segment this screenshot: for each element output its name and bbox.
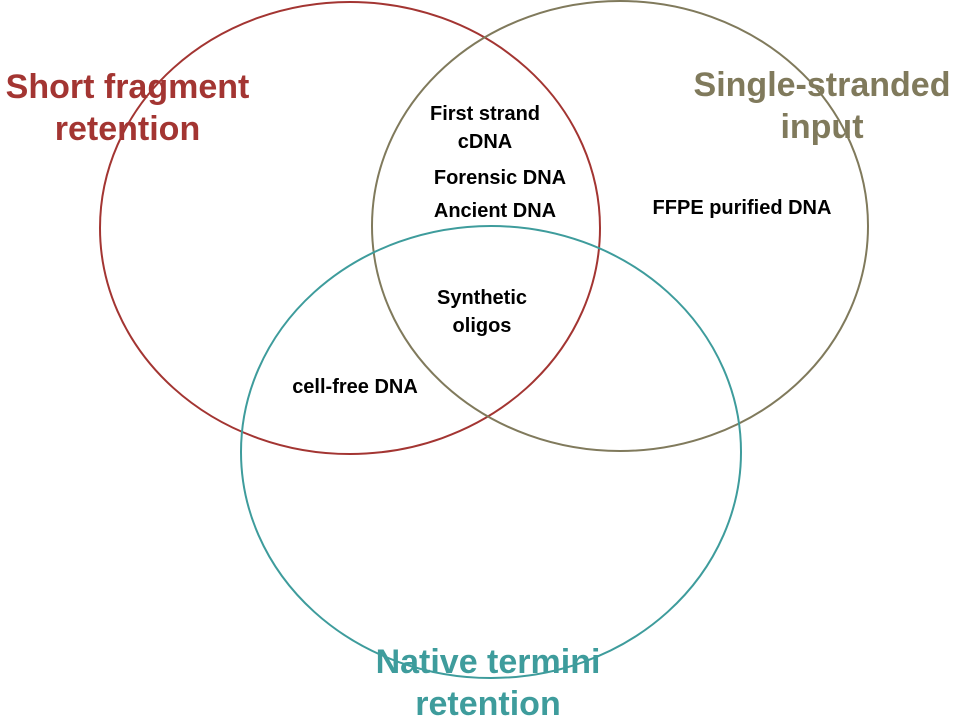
set-label-line: Native termini (375, 643, 601, 681)
item-cell-free-dna: cell-free DNA (270, 373, 440, 401)
set-label-short-fragment-retention: Short fragment retention (0, 66, 255, 150)
item-line: Ancient DNA (433, 200, 557, 222)
set-label-native-termini-retention: Native termini retention (368, 641, 608, 719)
circle-native-termini-retention (240, 225, 742, 679)
set-label-line: input (780, 108, 864, 146)
set-label-line: Short fragment (5, 68, 250, 106)
circle-single-stranded-input (371, 0, 869, 452)
item-line: Forensic DNA (433, 167, 567, 189)
set-label-single-stranded-input: Single-stranded input (688, 64, 956, 148)
item-line: Synthetic (436, 287, 528, 309)
item-line: FFPE purified DNA (652, 197, 832, 219)
set-label-line: retention (415, 685, 561, 719)
item-line: First strand (429, 103, 541, 125)
item-first-strand-cdna: First strand cDNA (410, 100, 560, 156)
item-line: cell-free DNA (292, 376, 418, 398)
set-label-line: retention (54, 110, 201, 148)
circle-short-fragment-retention (99, 1, 601, 455)
set-label-line: Single-stranded (693, 66, 951, 104)
item-ffpe-purified-dna: FFPE purified DNA (626, 194, 858, 222)
item-ancient-dna: Ancient DNA (410, 197, 580, 225)
item-line: oligos (452, 315, 512, 337)
item-forensic-dna: Forensic DNA (410, 164, 590, 192)
item-line: cDNA (457, 131, 513, 153)
item-synthetic-oligos: Synthetic oligos (412, 284, 552, 340)
